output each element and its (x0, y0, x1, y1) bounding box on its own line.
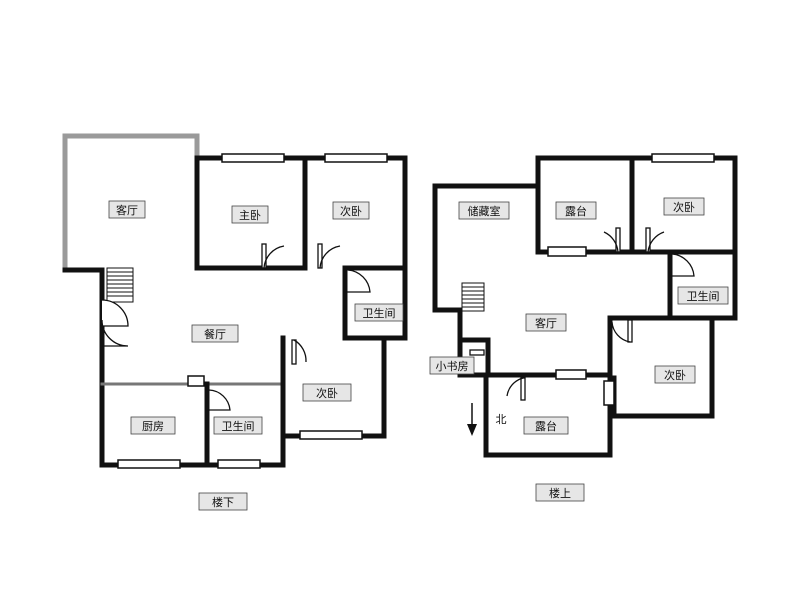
label-north: 北 (496, 413, 507, 426)
label-storage: 储藏室 (468, 204, 501, 218)
label-terrace-top: 露台 (565, 204, 587, 218)
entry-door-2 (101, 319, 129, 347)
label-living-down: 客厅 (116, 203, 138, 217)
terrace-top-window (547, 246, 587, 257)
master-door-arc (263, 245, 285, 269)
terrace-bottom-door-leaf (520, 377, 526, 401)
label-study: 小书房 (436, 360, 469, 373)
label-terrace-bottom: 露台 (535, 419, 557, 433)
label-bedroom-top-down: 次卧 (340, 204, 362, 218)
downstairs-stairs (106, 267, 134, 303)
downstairs-doors (101, 243, 371, 411)
bedroom-top-door-arc-up (647, 231, 665, 253)
entry-door (101, 299, 129, 327)
bathroom-right-walls (342, 265, 408, 341)
label-bathroom-up: 卫生间 (687, 289, 720, 303)
bath-right-door (345, 269, 371, 293)
caption-upstairs: 楼上 (549, 486, 571, 500)
living-room-faded-wall (62, 133, 200, 273)
bath-bottom-window (217, 459, 261, 469)
label-dining: 餐厅 (204, 327, 226, 341)
label-bedroom-right-up: 次卧 (664, 368, 686, 382)
north-arrow-icon (467, 403, 477, 436)
label-kitchen: 厨房 (142, 420, 164, 433)
label-living-up: 客厅 (535, 316, 557, 330)
label-bathroom-right-down: 卫生间 (363, 306, 396, 320)
room-labels: 客厅 主卧 次卧 卫生间 餐厅 次卧 厨房 卫生间 储藏室 露台 次卧 卫生间 … (108, 197, 729, 511)
bedroom-bottom-door-leaf (291, 339, 297, 365)
upstairs-stairs (461, 282, 485, 312)
terrace-top-bottom-wall (535, 183, 635, 255)
study-door (469, 349, 485, 356)
bedroom-top-window-up (651, 153, 715, 163)
label-bedroom-top-up: 次卧 (673, 200, 695, 214)
label-master-bedroom: 主卧 (239, 209, 261, 222)
bedroom-right-door-arc (611, 321, 631, 343)
bedroom-right-door-leaf (627, 319, 633, 343)
label-bedroom-bottom-down: 次卧 (316, 386, 338, 400)
terrace-top-door-arc (603, 231, 619, 253)
bedroom-bottom-window (299, 430, 363, 440)
kitchen-window (117, 459, 181, 469)
bathroom-up-walls (667, 249, 738, 321)
bath-up-door (670, 253, 695, 277)
caption-downstairs: 楼下 (212, 495, 234, 509)
master-window (221, 153, 285, 163)
upstairs-doors (469, 227, 695, 401)
bedroom-top-window (324, 153, 388, 163)
label-bathroom-bottom-down: 卫生间 (222, 419, 255, 433)
bedroom-top-door-arc (319, 245, 341, 269)
terrace-bottom-window (555, 369, 587, 380)
downstairs-windows (117, 153, 388, 469)
study-walls (457, 337, 491, 378)
bedroom-top-door-leaf-up (645, 227, 651, 253)
bedroom-bottom-door-arc (293, 339, 307, 363)
terrace-bottom-door-arc (506, 377, 524, 397)
bedroom-top-walls (629, 155, 738, 255)
kitchen-vent (187, 375, 205, 387)
upstairs-windows (547, 153, 715, 406)
bedroom-right-window (603, 380, 615, 406)
bath-bottom-door (207, 389, 231, 411)
